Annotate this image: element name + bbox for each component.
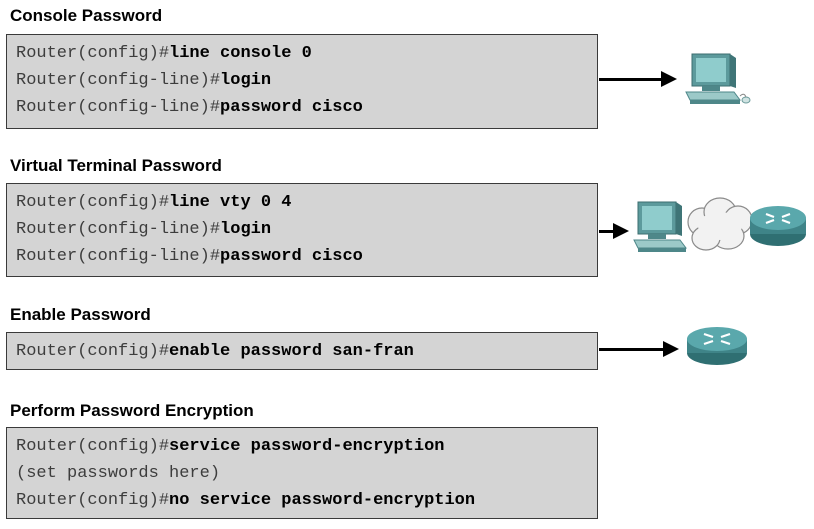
command-line: Router(config-line)#password cisco [16,94,597,121]
cli-prompt: Router(config)# [16,437,170,456]
command-line: Router(config-line)#login [16,67,597,94]
cli-command: service password-encryption [169,437,445,456]
command-line: (set passwords here) [16,460,597,487]
cli-command: line console 0 [169,44,312,63]
command-line: Router(config)#enable password san-fran [16,338,597,365]
command-line: Router(config)#no service password-encry… [16,487,597,514]
cli-command: line vty 0 4 [169,193,292,212]
cli-prompt: Router(config-line)# [16,98,221,117]
command-line: Router(config-line)#login [16,216,597,243]
cli-prompt: Router(config)# [16,491,170,510]
arrow-to-console-pc [599,71,677,87]
enable-password-commands: Router(config)#enable password san-fran [6,332,598,370]
cli-prompt: Router(config)# [16,342,170,361]
router-icon [687,327,747,365]
password-encryption-commands: Router(config)#service password-encrypti… [6,427,598,519]
command-line: Router(config)#line console 0 [16,40,597,67]
section-title-password-encryption: Perform Password Encryption [10,401,254,420]
cli-command: enable password san-fran [169,342,414,361]
vty-password-commands: Router(config)#line vty 0 4 Router(confi… [6,183,598,277]
section-title-enable-password: Enable Password [10,305,151,324]
pc-workstation-icon [685,53,751,104]
cli-prompt: Router(config)# [16,44,170,63]
section-title-virtual-terminal-password: Virtual Terminal Password [10,156,222,175]
cli-command: login [220,71,272,90]
cli-prompt: Router(config-line)# [16,247,221,266]
cli-command: login [220,220,272,239]
console-password-commands: Router(config)#line console 0 Router(con… [6,34,598,129]
cli-prompt: Router(config)# [16,193,170,212]
section-title-console-password: Console Password [10,6,163,25]
cli-note: (set passwords here) [16,464,221,483]
arrow-to-remote-network [599,223,629,239]
cli-command: password cisco [220,247,363,266]
command-line: Router(config)#service password-encrypti… [16,433,597,460]
cli-prompt: Router(config-line)# [16,71,221,90]
command-line: Router(config)#line vty 0 4 [16,189,597,216]
command-line: Router(config-line)#password cisco [16,243,597,270]
cli-command: password cisco [220,98,363,117]
pc-cloud-router-icon [633,197,806,252]
cli-command: no service password-encryption [169,491,476,510]
cli-prompt: Router(config-line)# [16,220,221,239]
arrow-to-router [599,341,679,357]
